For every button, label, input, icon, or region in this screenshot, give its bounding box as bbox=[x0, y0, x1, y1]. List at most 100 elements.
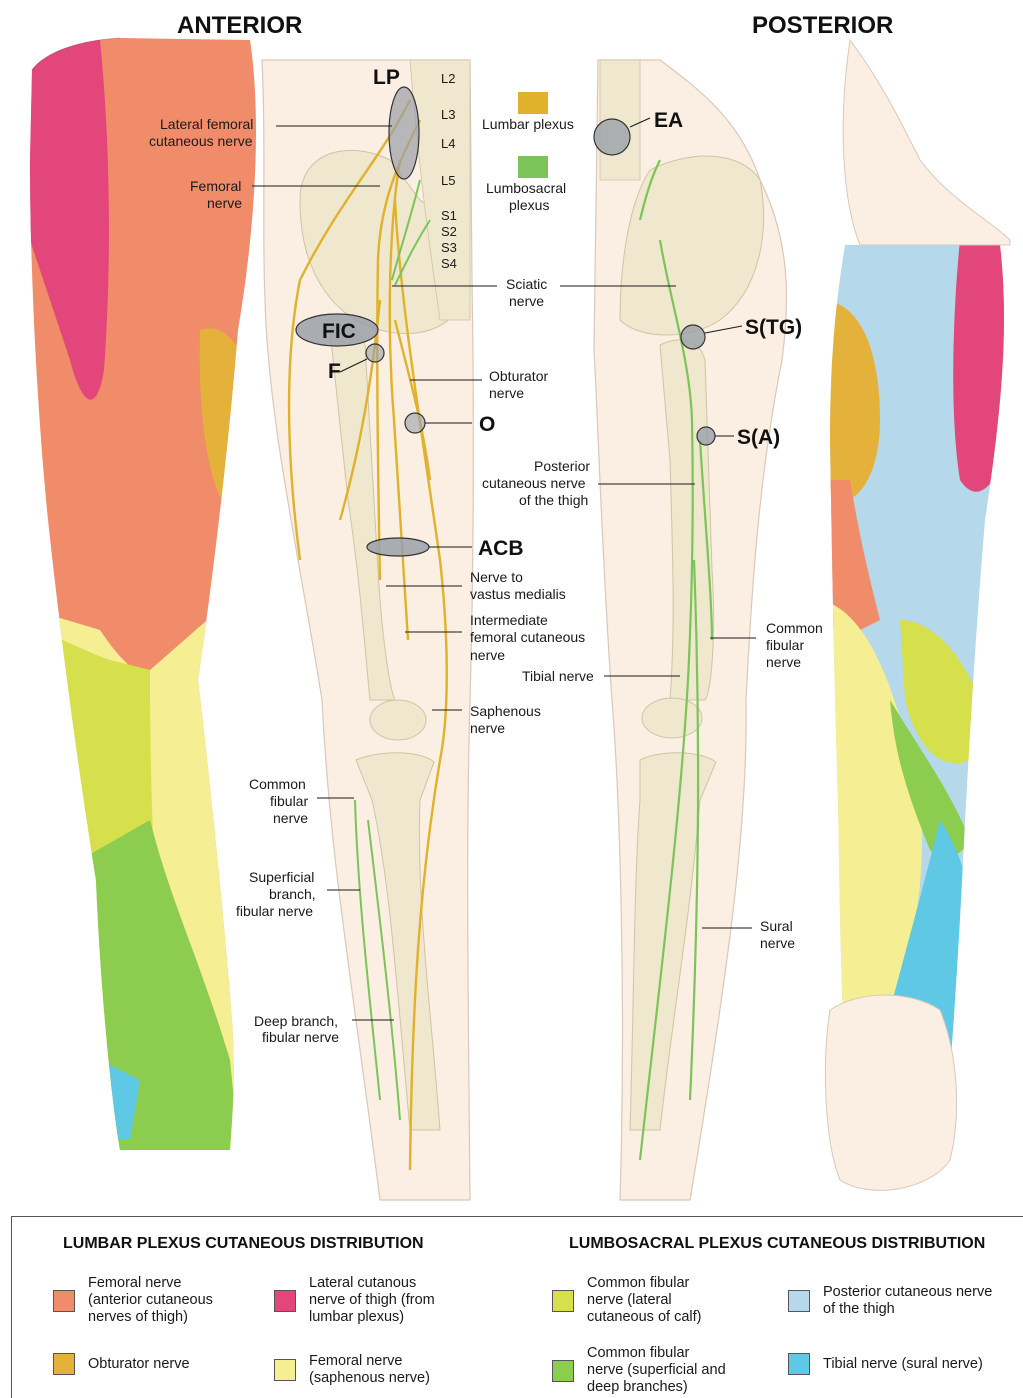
legend-label-line: (saphenous nerve) bbox=[309, 1370, 430, 1387]
legend-item: Tibial nerve (sural nerve) bbox=[788, 1353, 983, 1375]
stg-block-marker bbox=[681, 325, 705, 349]
svg-text:nerve: nerve bbox=[509, 293, 544, 309]
segment-label: S2 bbox=[441, 224, 457, 239]
legend-label-line: Posterior cutaneous nerve bbox=[823, 1284, 992, 1301]
svg-text:Sciatic: Sciatic bbox=[506, 276, 547, 292]
legend-label-line: Common fibular bbox=[587, 1275, 701, 1292]
svg-text:Femoral: Femoral bbox=[190, 178, 241, 194]
legend-label-line: lumbar plexus) bbox=[309, 1309, 435, 1326]
svg-text:branch,: branch, bbox=[269, 886, 316, 902]
segment-label: S1 bbox=[441, 208, 457, 223]
svg-text:Obturator: Obturator bbox=[489, 368, 548, 384]
legend-label: Posterior cutaneous nerveof the thigh bbox=[823, 1284, 992, 1318]
o-block-marker bbox=[405, 413, 425, 433]
svg-text:nerve: nerve bbox=[207, 195, 242, 211]
legend-label-line: Femoral nerve bbox=[88, 1275, 213, 1292]
fic-label: FIC bbox=[322, 320, 356, 343]
legend-label-line: Obturator nerve bbox=[88, 1356, 190, 1373]
legend-label-line: Tibial nerve (sural nerve) bbox=[823, 1356, 983, 1373]
svg-text:cutaneous nerve: cutaneous nerve bbox=[482, 475, 586, 491]
legend-label-line: of the thigh bbox=[823, 1301, 992, 1318]
sa-block-marker bbox=[697, 427, 715, 445]
legend-swatch bbox=[788, 1290, 810, 1312]
legend-swatch bbox=[274, 1290, 296, 1312]
svg-text:Common: Common bbox=[766, 620, 823, 636]
ea-block-marker bbox=[594, 119, 630, 155]
segment-label: L4 bbox=[441, 136, 455, 151]
legend-label-line: nerves of thigh) bbox=[88, 1309, 213, 1326]
legend-item: Femoral nerve(saphenous nerve) bbox=[274, 1353, 430, 1387]
svg-text:vastus medialis: vastus medialis bbox=[470, 586, 566, 602]
lumbosacral-legend-title: LUMBOSACRAL PLEXUS CUTANEOUS DISTRIBUTIO… bbox=[569, 1235, 985, 1253]
legend-label: Obturator nerve bbox=[88, 1356, 190, 1373]
segment-label: L5 bbox=[441, 173, 455, 188]
posterior-dermatome-leg bbox=[820, 230, 1020, 1130]
legend-label-line: deep branches) bbox=[587, 1379, 726, 1396]
sa-label: S(A) bbox=[737, 426, 780, 449]
acb-block-marker bbox=[367, 538, 429, 556]
legend-swatch bbox=[53, 1290, 75, 1312]
segment-label: S4 bbox=[441, 256, 457, 271]
svg-text:Lateral femoral: Lateral femoral bbox=[160, 116, 253, 132]
svg-text:nerve: nerve bbox=[470, 720, 505, 736]
segment-label: S3 bbox=[441, 240, 457, 255]
stg-label: S(TG) bbox=[745, 316, 802, 339]
svg-text:nerve: nerve bbox=[470, 647, 505, 663]
svg-text:fibular: fibular bbox=[270, 793, 308, 809]
svg-text:Intermediate: Intermediate bbox=[470, 612, 548, 628]
posterior-heading: POSTERIOR bbox=[752, 12, 893, 39]
svg-text:Sural: Sural bbox=[760, 918, 793, 934]
svg-text:fibular: fibular bbox=[766, 637, 804, 653]
legend-swatch bbox=[788, 1353, 810, 1375]
legend-label-line: nerve of thigh (from bbox=[309, 1292, 435, 1309]
lumbosacral-plexus-swatch bbox=[518, 156, 548, 178]
legend-label-line: nerve (superficial and bbox=[587, 1362, 726, 1379]
svg-text:Common: Common bbox=[249, 776, 306, 792]
ea-label: EA bbox=[654, 109, 683, 132]
legend-label: Femoral nerve(saphenous nerve) bbox=[309, 1353, 430, 1387]
legend-label-line: nerve (lateral bbox=[587, 1292, 701, 1309]
svg-text:nerve: nerve bbox=[760, 935, 795, 951]
svg-text:nerve: nerve bbox=[489, 385, 524, 401]
legend-swatch bbox=[552, 1360, 574, 1382]
svg-text:fibular nerve: fibular nerve bbox=[236, 903, 313, 919]
f-block-marker bbox=[366, 344, 384, 362]
svg-text:fibular nerve: fibular nerve bbox=[262, 1029, 339, 1045]
legend-swatch bbox=[274, 1359, 296, 1381]
svg-text:Saphenous: Saphenous bbox=[470, 703, 541, 719]
lp-block-marker bbox=[389, 87, 419, 179]
legend-swatch bbox=[552, 1290, 574, 1312]
acb-label: ACB bbox=[478, 537, 524, 560]
svg-text:Posterior: Posterior bbox=[534, 458, 590, 474]
segment-label: L3 bbox=[441, 107, 455, 122]
lp-label: LP bbox=[373, 66, 400, 89]
svg-text:Deep branch,: Deep branch, bbox=[254, 1013, 338, 1029]
svg-text:femoral cutaneous: femoral cutaneous bbox=[470, 629, 585, 645]
svg-text:Superficial: Superficial bbox=[249, 869, 314, 885]
svg-text:Nerve to: Nerve to bbox=[470, 569, 523, 585]
svg-text:Tibial nerve: Tibial nerve bbox=[522, 668, 594, 684]
svg-text:nerve: nerve bbox=[766, 654, 801, 670]
legend-label-line: (anterior cutaneous bbox=[88, 1292, 213, 1309]
lumbosacral-plexus-key: Lumbosacral bbox=[486, 180, 566, 196]
lumbar-plexus-key: Lumbar plexus bbox=[482, 116, 574, 132]
legend-swatch bbox=[53, 1353, 75, 1375]
lumbar-legend-title: LUMBAR PLEXUS CUTANEOUS DISTRIBUTION bbox=[63, 1235, 424, 1253]
cutaneous-distribution-legend: LUMBAR PLEXUS CUTANEOUS DISTRIBUTION LUM… bbox=[11, 1216, 1023, 1398]
svg-text:of the thigh: of the thigh bbox=[519, 492, 588, 508]
legend-label-line: cutaneous of calf) bbox=[587, 1309, 701, 1326]
lumbar-plexus-swatch bbox=[518, 92, 548, 114]
anterior-heading: ANTERIOR bbox=[177, 12, 302, 39]
lumbosacral-plexus-key-line2: plexus bbox=[509, 197, 549, 213]
svg-text:cutaneous nerve: cutaneous nerve bbox=[149, 133, 253, 149]
segment-label: L2 bbox=[441, 71, 455, 86]
